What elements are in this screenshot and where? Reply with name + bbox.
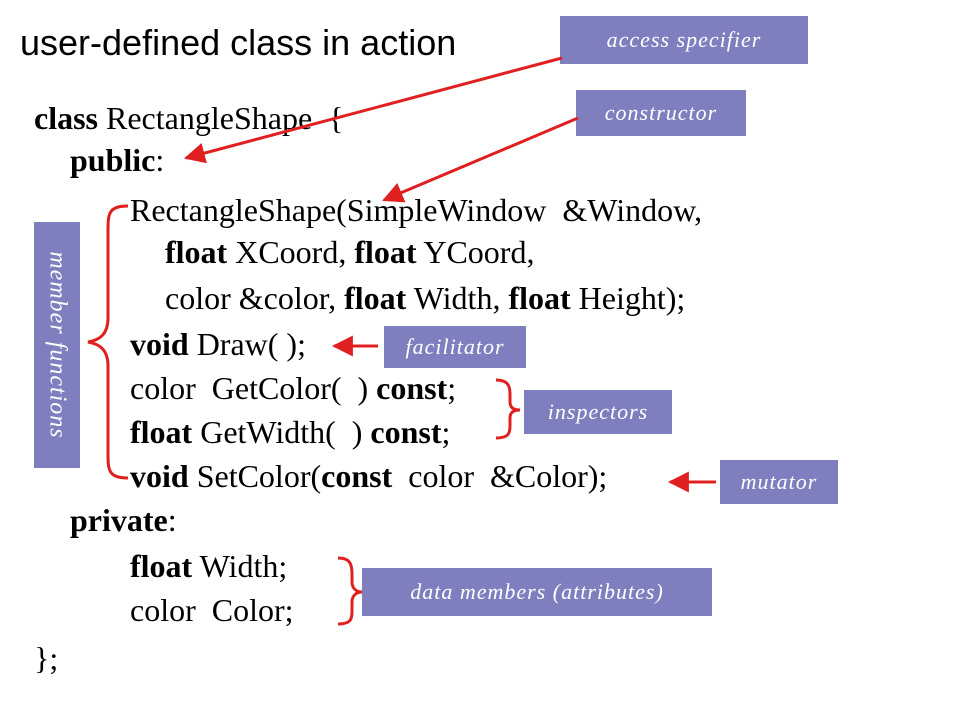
code-text: YCoord, [416,234,535,270]
code-text: }; [34,640,59,676]
code-keyword: float [130,548,193,584]
code-keyword: private [70,502,168,538]
brace-member-functions [87,204,129,480]
code-text: RectangleShape(SimpleWindow &Window, [130,192,703,228]
tag-facilitator: facilitator [384,326,526,368]
tag-inspectors: inspectors [524,390,672,434]
code-keyword: const [321,458,393,494]
code-text: Width, [406,280,509,316]
code-keyword: float [354,234,417,270]
code-line: }; [34,640,58,676]
slide-title: user-defined class in action [20,22,457,63]
code-text: color Color; [130,592,294,628]
code-text: Draw( ); [188,326,306,362]
code-keyword: public [70,142,156,178]
code-line: void SetColor(const color &Color); [130,458,607,494]
code-line: class RectangleShape { [34,100,344,136]
code-text: Width; [192,548,288,584]
code-line: float Width; [130,548,287,584]
code-keyword: float [130,414,193,450]
code-keyword: void [130,458,189,494]
code-line: color GetColor( ) const; [130,370,456,406]
code-line: void Draw( ); [130,326,306,362]
code-text: XCoord, [227,234,355,270]
brace-data-members [337,556,363,626]
code-keyword: float [344,280,407,316]
code-text: color GetColor( ) [130,370,377,406]
code-line: color &color, float Width, float Height)… [165,280,685,316]
code-line: RectangleShape(SimpleWindow &Window, [130,192,702,228]
code-keyword: float [508,280,571,316]
code-text: : [167,502,177,538]
code-text: Height); [570,280,686,316]
code-text: GetWidth( ) [192,414,371,450]
code-text: ; [441,414,451,450]
arrow-constructor [382,116,579,203]
code-text: RectangleShape { [98,100,344,136]
tag-access-specifier: access specifier [560,16,808,64]
code-line: public: [70,142,164,178]
tag-data-members: data members (attributes) [362,568,712,616]
code-line: float GetWidth( ) const; [130,414,450,450]
code-text: ; [447,370,457,406]
tag-member-functions-label: member functions [44,251,71,439]
code-text: SetColor( [188,458,322,494]
code-keyword: const [376,370,448,406]
code-text: color &Color); [392,458,608,494]
code-line: float XCoord, float YCoord, [165,234,534,270]
tag-mutator: mutator [720,460,838,504]
code-text: color &color, [165,280,345,316]
code-line: color Color; [130,592,294,628]
tag-member-functions: member functions [34,222,80,468]
brace-inspectors [495,378,521,440]
code-text: : [155,142,165,178]
code-keyword: const [370,414,442,450]
code-keyword: class [34,100,98,136]
code-keyword: void [130,326,189,362]
tag-constructor: constructor [576,90,746,136]
code-line: private: [70,502,177,538]
code-keyword: float [165,234,228,270]
